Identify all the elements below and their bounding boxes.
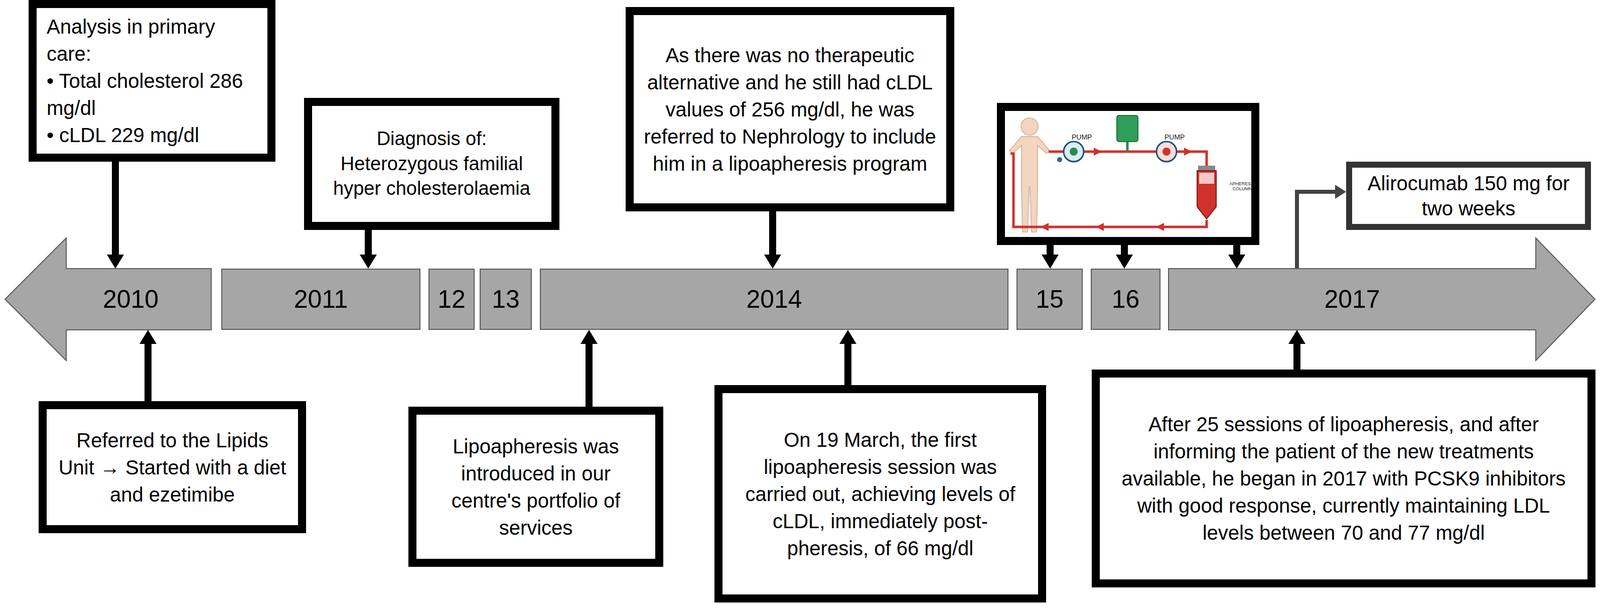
arrow-head [1041, 254, 1059, 269]
connector-arrow [1120, 244, 1128, 255]
year-label: 2011 [294, 284, 349, 314]
box-text: After 25 sessions of lipoapheresis, and … [1109, 410, 1578, 546]
year-label: 13 [491, 284, 520, 314]
fluid-bag [1116, 115, 1138, 142]
pump-symbol [1057, 141, 1177, 163]
arrow-head [1228, 254, 1246, 269]
arrow-head [1115, 254, 1133, 269]
arrow-head [359, 254, 377, 269]
timeline-segment: 2014 [539, 268, 1009, 330]
box-text: Referred to the Lipids Unit → Started wi… [56, 426, 288, 508]
arrow-head [1288, 329, 1306, 344]
note-box: Analysis in primary care:• Total cholest… [28, 0, 276, 162]
note-box: Referred to the Lipids Unit → Started wi… [38, 400, 307, 533]
note-box: On 19 March, the first lipoapheresis ses… [714, 384, 1047, 603]
year-label: 16 [1111, 284, 1140, 314]
arrow-head [839, 329, 857, 344]
timeline-segment: 12 [428, 268, 475, 330]
connector-arrow [1296, 191, 1336, 269]
arrow-shape [1168, 237, 1595, 361]
connector-arrow [585, 343, 593, 407]
arrow-head [139, 329, 157, 344]
arrow-head [580, 329, 598, 344]
box-text: Diagnosis of: [376, 126, 488, 152]
timeline-segment: 13 [479, 268, 532, 330]
blood-tubing [1010, 141, 1207, 227]
year-label: 15 [1035, 284, 1064, 314]
note-box: As there was no therapeutic alternative … [625, 7, 955, 212]
pump-label: PUMP [1071, 132, 1092, 141]
box-text: Analysis in primary care: [46, 13, 258, 68]
pump-label: PUMP [1164, 132, 1185, 141]
patient-figure [1009, 117, 1050, 232]
arrow-head [106, 254, 124, 269]
treatment-box: Alirocumab 150 mg for two weeks [1346, 161, 1591, 230]
year-label: 2014 [746, 284, 802, 314]
connector-arrow [144, 343, 152, 401]
connector-arrow [1046, 244, 1054, 255]
timeline-arrow: 2010 [5, 268, 212, 330]
arrow-head [764, 254, 782, 269]
year-label: 2010 [102, 284, 159, 314]
box-text: Alirocumab 150 mg for two weeks [1361, 170, 1576, 221]
year-label: 2017 [1324, 284, 1380, 314]
connector-arrow [769, 211, 777, 255]
connector-arrow [364, 229, 372, 255]
timeline-arrow: 2017 [1168, 268, 1595, 330]
box-text: Heterozygous familial hyper cholesterola… [322, 151, 542, 202]
box-text: • cLDL 229 mg/dl [46, 121, 200, 149]
timeline-segment: 16 [1090, 268, 1161, 330]
box-text: • Total cholesterol 286 mg/dl [46, 67, 258, 122]
illustration-box: PUMP PUMP APHERESIS COLUMN [996, 102, 1260, 245]
connector-arrow [1233, 244, 1241, 255]
column-label: APHERESIS COLUMN [1228, 181, 1257, 192]
arrow-head [1335, 184, 1347, 199]
note-box: After 25 sessions of lipoapheresis, and … [1091, 369, 1596, 588]
box-text: On 19 March, the first lipoapheresis ses… [732, 425, 1029, 562]
connector-arrow [111, 161, 119, 255]
note-box: Lipoapheresis was introduced in our cent… [408, 406, 664, 567]
timeline-segment: 2011 [221, 268, 421, 330]
timeline-segment: 15 [1016, 268, 1083, 330]
year-label: 12 [437, 284, 466, 314]
connector-arrow [844, 343, 852, 385]
connector-arrow [1293, 343, 1301, 370]
note-box: Diagnosis of:Heterozygous familial hyper… [304, 97, 560, 230]
box-text: Lipoapheresis was introduced in our cent… [426, 432, 646, 541]
box-text: As there was no therapeutic alternative … [643, 41, 937, 178]
apheresis-column [1197, 165, 1217, 219]
